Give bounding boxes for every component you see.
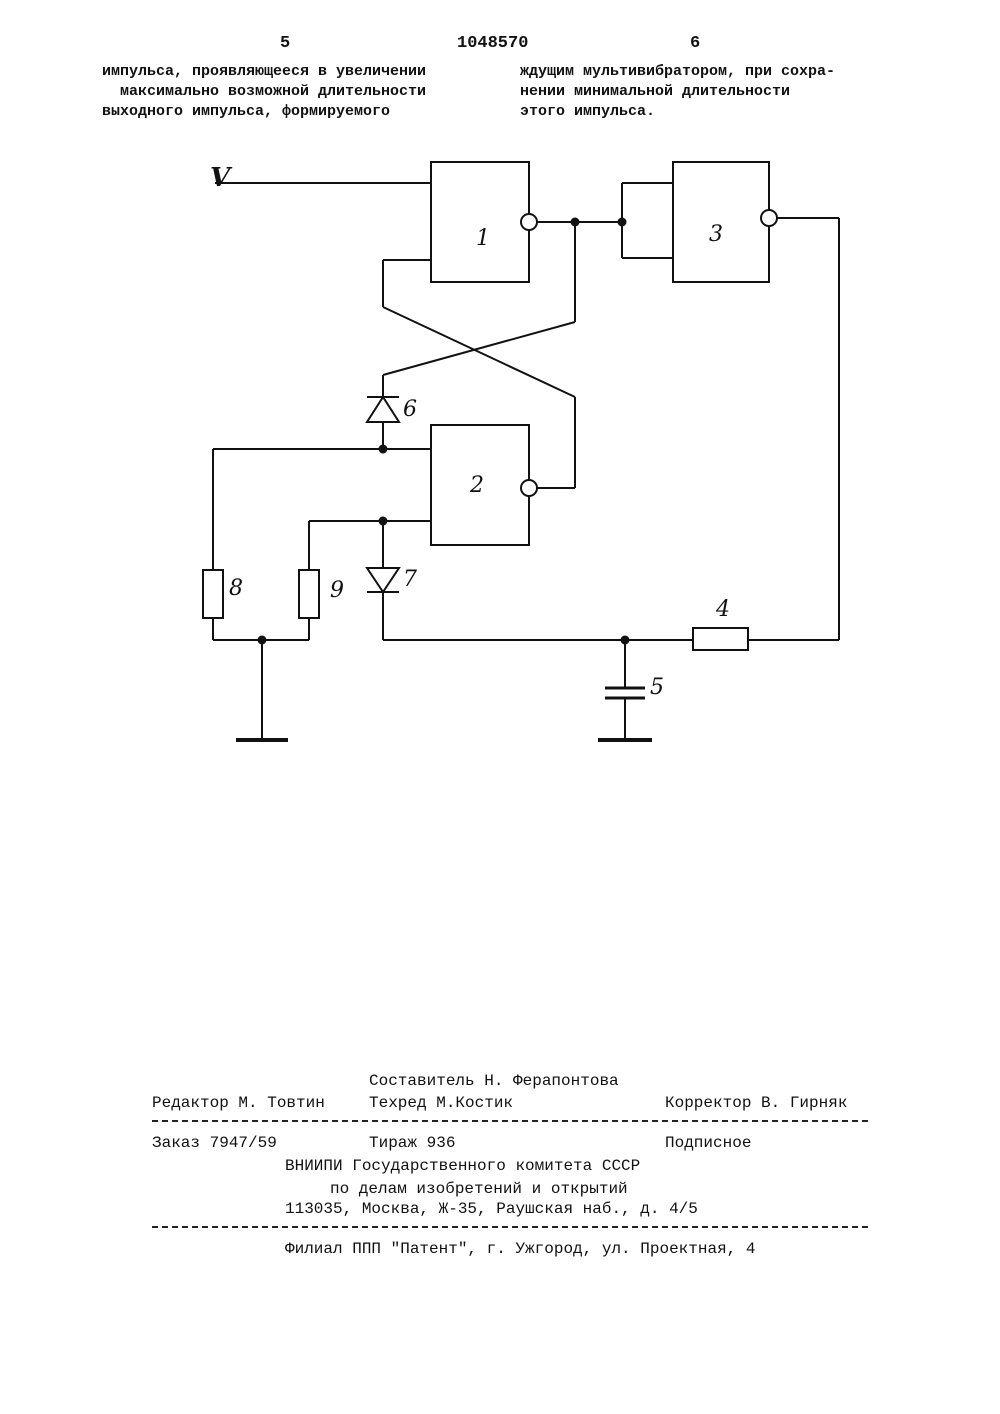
divider-line [152, 1226, 868, 1228]
block-label-2: 2 [469, 473, 484, 498]
compiler-credit: Составитель Н. Ферапонтова [369, 1072, 619, 1090]
resistor-9 [299, 570, 319, 618]
branch-address: Филиал ППП "Патент", г. Ужгород, ул. Про… [285, 1240, 755, 1258]
order-number: Заказ 7947/59 [152, 1134, 277, 1152]
corrector-credit: Корректор В. Гирняк [665, 1094, 847, 1112]
resistor-label-9: 9 [330, 578, 344, 603]
techred-credit: Техред М.Костик [369, 1094, 513, 1112]
diode-label-6: 6 [403, 397, 417, 422]
divider-line [152, 1120, 868, 1122]
junction-dot [571, 218, 580, 227]
organization-line-2: по делам изобретений и открытий [330, 1180, 628, 1198]
inverting-output-3 [761, 210, 777, 226]
junction-dot [379, 517, 388, 526]
resistor-label-8: 8 [229, 576, 243, 601]
circuit-schematic: V 1 2 3 4 5 6 7 8 9 [0, 0, 1000, 800]
diode-label-7: 7 [403, 567, 417, 592]
subscription-note: Подписное [665, 1134, 751, 1152]
inverting-output-1 [521, 214, 537, 230]
organization-address: 113035, Москва, Ж-35, Раушская наб., д. … [285, 1200, 698, 1218]
block-label-3: 3 [709, 222, 723, 247]
resistor-4 [693, 628, 748, 650]
input-label: V [210, 163, 233, 193]
capacitor-label-5: 5 [650, 675, 664, 700]
block-label-1: 1 [476, 226, 490, 251]
junction-dot [618, 218, 627, 227]
resistor-label-4: 4 [715, 597, 730, 622]
organization-line-1: ВНИИПИ Государственного комитета СССР [285, 1157, 640, 1175]
editor-credit: Редактор М. Товтин [152, 1094, 325, 1112]
resistor-8 [203, 570, 223, 618]
circulation: Тираж 936 [369, 1134, 455, 1152]
junction-dot [258, 636, 267, 645]
junction-dot [621, 636, 630, 645]
inverting-output-2 [521, 480, 537, 496]
logic-block-1 [431, 162, 529, 282]
junction-dot [379, 445, 388, 454]
